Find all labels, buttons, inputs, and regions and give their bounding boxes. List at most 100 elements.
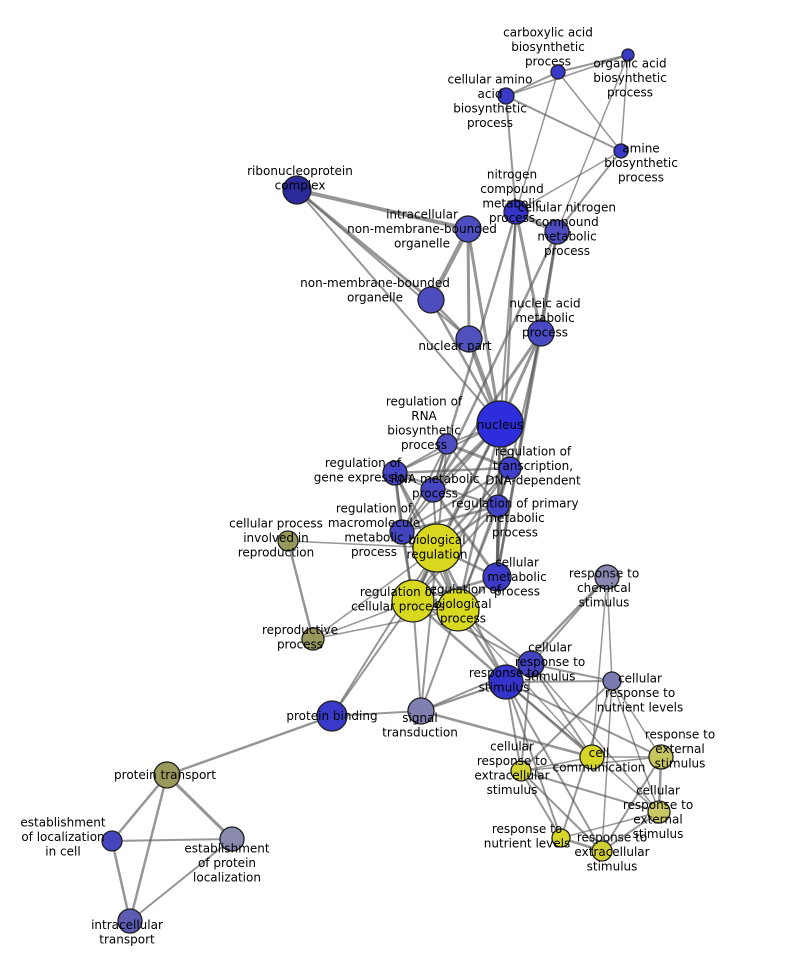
graph-node-response-chemical[interactable]: response to chemical stimulus [594, 564, 620, 590]
graph-edge [394, 472, 499, 507]
graph-edge [129, 838, 233, 922]
graph-edge [128, 774, 169, 922]
graph-edge [456, 423, 502, 611]
graph-node-organic-acid[interactable]: organic acid biosynthetic process [621, 48, 635, 62]
graph-node-biological-regulation[interactable]: biological regulation [412, 523, 462, 573]
graph-node-nitrogen-compound[interactable]: nitrogen compound metabolic process [503, 199, 529, 225]
graph-edge [166, 714, 333, 777]
graph-node-protein-binding[interactable]: protein binding [316, 700, 348, 732]
graph-node-response-external[interactable]: response to external stimulus [648, 744, 674, 770]
graph-edge [312, 609, 459, 640]
graph-edge [165, 773, 234, 841]
graph-edge [312, 547, 438, 640]
graph-edge [505, 71, 559, 97]
graph-node-reg-biological-process[interactable]: regulation of biological process [436, 588, 480, 632]
graph-node-intracellular-transport[interactable]: intracellular transport [117, 908, 143, 934]
graph-node-intracellular-nmb-organelle[interactable]: intracellular non-membrane-bounded organ… [454, 215, 482, 243]
graph-node-rna-metabolic[interactable]: RNA metabolic process [420, 477, 446, 503]
graph-edge [401, 467, 511, 533]
graph-node-reproductive-process[interactable]: reproductive process [301, 627, 325, 651]
graph-node-est-protein-localization[interactable]: establishment of protein localization [219, 826, 245, 852]
graph-edge [620, 54, 629, 152]
graph-edge [412, 467, 511, 602]
graph-edge [530, 663, 660, 813]
graph-edge [509, 332, 542, 469]
graph-edge [505, 54, 629, 97]
graph-node-reg-cellular-process[interactable]: regulation of cellular process [391, 579, 435, 623]
graph-edge [520, 770, 660, 813]
node-layer: carboxylic acid biosynthetic process orga… [101, 48, 674, 934]
graph-edge [431, 489, 499, 578]
graph-node-protein-transport[interactable]: protein transport [153, 761, 181, 789]
graph-edge [505, 680, 613, 683]
graph-edge [520, 770, 562, 839]
graph-node-nmb-organelle[interactable]: non-membrane-bounded organelle [417, 286, 445, 314]
graph-node-amine[interactable]: amine biosynthetic process [613, 143, 629, 159]
graph-edge [111, 774, 168, 842]
graph-edge [556, 150, 622, 233]
graph-node-cellular-response-nutrient[interactable]: cellular response to nutrient levels [602, 671, 622, 691]
graph-edge [429, 299, 502, 425]
graph-edge [466, 228, 471, 340]
graph-edge [495, 332, 543, 578]
graph-edge [530, 576, 608, 665]
edge-layer [110, 54, 663, 922]
graph-edge [466, 228, 502, 425]
graph-node-cell-process-reproduction[interactable]: cellular process involved in reproductio… [277, 530, 299, 552]
graph-edge [505, 95, 622, 152]
graph-node-response-extracellular[interactable]: response to extracellular stimulus [591, 840, 613, 862]
graph-edge [557, 71, 622, 152]
graph-edge [530, 663, 593, 758]
graph-node-cell-communication[interactable]: cell communication [579, 744, 605, 770]
graph-node-reg-gene-expression[interactable]: regulation of gene expression [382, 460, 408, 486]
graph-edge [520, 663, 532, 772]
graph-node-ribonucleoprotein[interactable]: ribonucleoprotein complex [282, 175, 312, 205]
graph-node-cellular-response-external[interactable]: cellular response to external stimulus [647, 800, 671, 824]
graph-edge [331, 547, 438, 717]
graph-edge [515, 150, 622, 213]
graph-edge [331, 600, 414, 717]
graph-edge [505, 681, 603, 852]
graph-node-carboxylic-acid[interactable]: carboxylic acid biosynthetic process [550, 64, 566, 80]
graph-edge [296, 188, 469, 231]
graph-edge [505, 681, 660, 813]
graph-node-cellular-nitrogen[interactable]: cellular nitrogen compound metabolic pro… [544, 219, 570, 245]
graph-edge [296, 189, 501, 425]
graph-edge [557, 54, 629, 73]
graph-node-response-nutrient-levels[interactable]: response to nutrient levels [551, 828, 571, 848]
graph-node-cellular-metabolic[interactable]: cellular metabolic process [482, 562, 512, 592]
graph-node-cellular-response-stimulus[interactable]: cellular response to stimulus [517, 650, 545, 678]
graph-node-reg-macromolecule-metabolic[interactable]: regulation of macromolecule metabolic pr… [389, 519, 415, 545]
graph-node-est-localization-cell[interactable]: establishment of localization in cell [101, 830, 123, 852]
graph-node-nucleic-acid-metabolic[interactable]: nucleic acid metabolic process [527, 319, 555, 347]
graph-node-response-stimulus[interactable]: response to stimulus [488, 664, 524, 700]
graph-node-reg-transcription[interactable]: regulation of transcription, DNA-depende… [498, 456, 522, 480]
graph-edge [394, 466, 511, 475]
graph-edge [591, 576, 608, 758]
graph-node-reg-primary-metabolic[interactable]: regulation of primary metabolic process [486, 494, 510, 518]
graph-edge [520, 770, 603, 852]
graph-edge [530, 663, 613, 682]
graph-node-nucleus[interactable]: nucleus [476, 400, 524, 448]
graph-node-cellular-amino-acid[interactable]: cellular amino acid biosynthetic process [497, 87, 515, 105]
graph-edge [111, 838, 233, 842]
graph-edge [560, 811, 660, 839]
graph-node-signal-transduction[interactable]: signal transduction [407, 697, 435, 725]
graph-node-reg-rna-biosynthetic[interactable]: regulation of RNA biosynthetic process [436, 433, 458, 455]
graph-edge [401, 504, 499, 534]
graph-edge [520, 680, 613, 772]
graph-edge [611, 680, 662, 758]
graph-edge [287, 540, 438, 549]
graph-node-cellular-response-extracellular[interactable]: cellular response to extracellular stimu… [510, 760, 532, 782]
graph-node-nuclear-part[interactable]: nuclear part [455, 325, 483, 353]
graph-edge [457, 609, 593, 758]
graph-edge [505, 95, 517, 213]
graph-edge [611, 680, 660, 813]
